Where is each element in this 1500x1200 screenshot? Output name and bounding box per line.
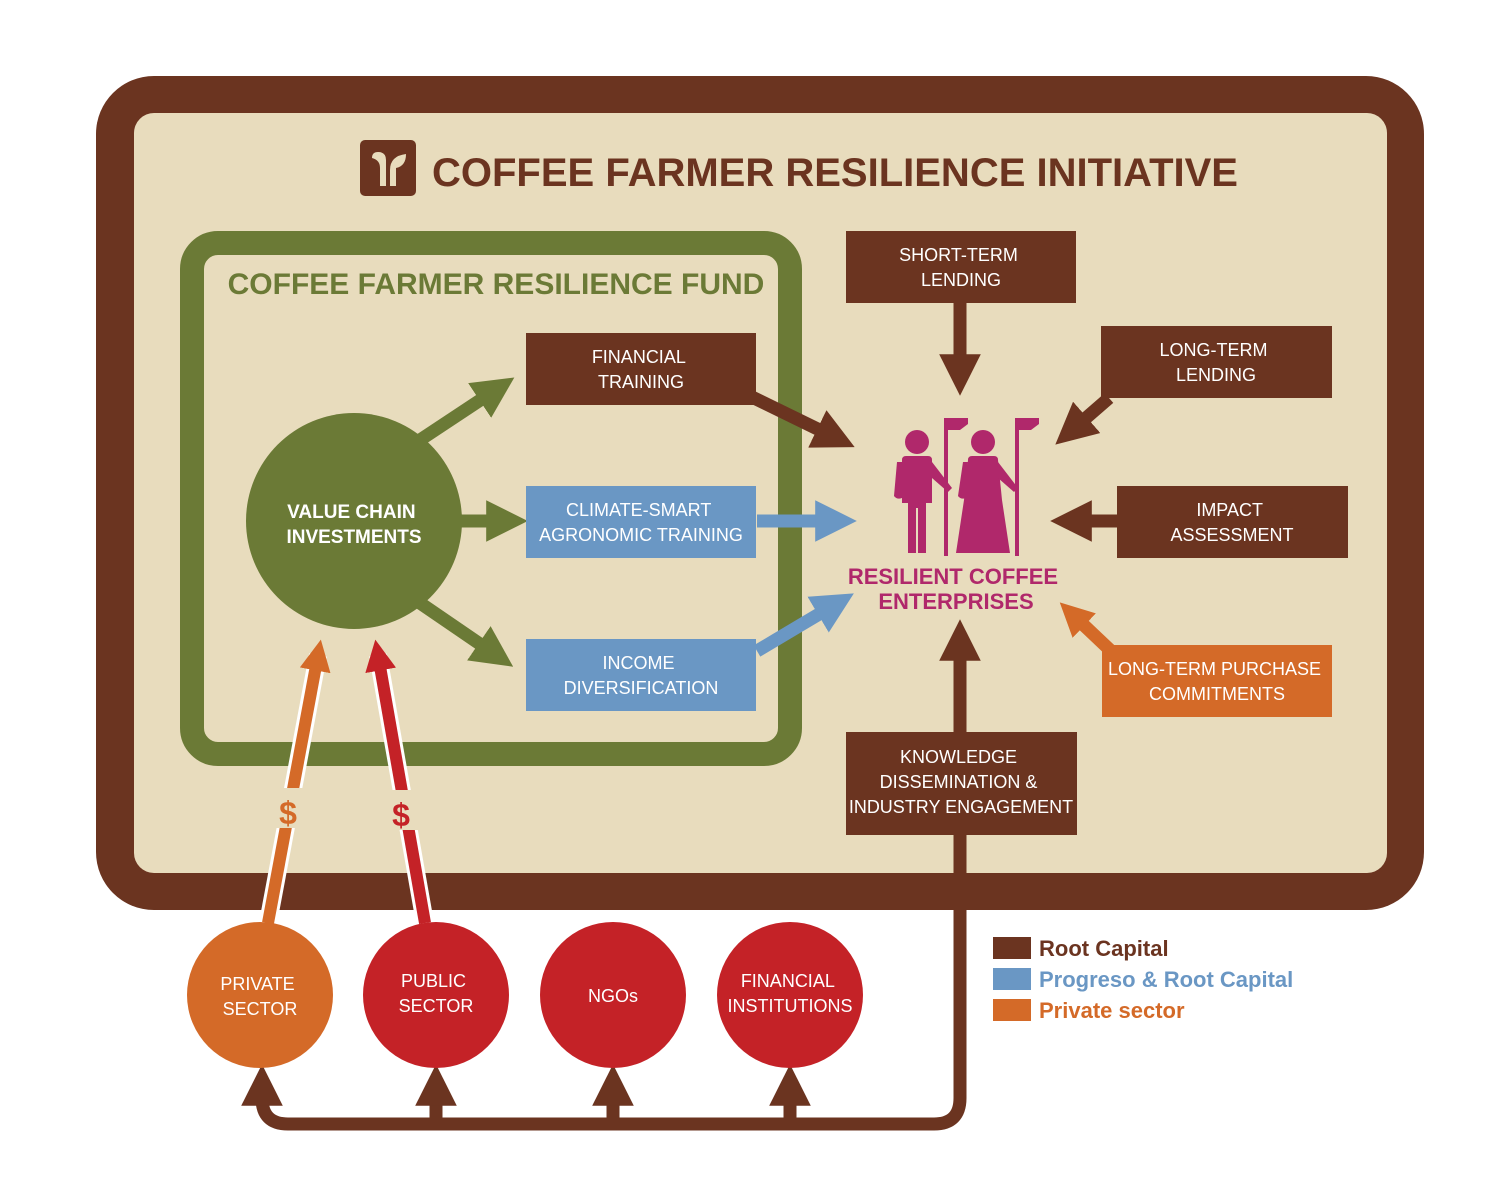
legend-label-root-capital: Root Capital [1039,936,1169,961]
legend-swatch-progreso [993,968,1031,990]
knowledge-dissemination-box: KNOWLEDGE DISSEMINATION & INDUSTRY ENGAG… [846,732,1077,835]
svg-text:LONG-TERM LENDING: LONG-TERM LENDING [1159,340,1272,385]
short-term-lending-box: SHORT-TERM LENDING [846,231,1076,303]
value-chain-investments: VALUE CHAIN INVESTMENTS [246,413,462,629]
legend-swatch-root-capital [993,937,1031,959]
arrow-income-to-center [753,593,854,657]
financial-training-box: FINANCIAL TRAINING [526,333,756,405]
financial-institutions-circle: FINANCIAL INSTITUTIONS [717,922,863,1068]
arrow-vci-to-financial [416,377,515,446]
svg-text:LONG-TERM PURCHASE COMMI: LONG-TERM PURCHASE COMMITMENTS [1108,659,1326,704]
svg-text:PRIVATE SECTOR: PRIVATE SECTOR [220,974,299,1019]
arrow-long-term-to-center [1055,393,1114,445]
income-diversification-box: INCOME DIVERSIFICATION [526,639,756,711]
arrow-purchase-to-center [1059,602,1115,655]
arrow-public-funding: $ [365,639,434,925]
value-chain-line-2: INVESTMENTS [286,527,421,548]
value-chain-line-1: VALUE CHAIN [287,502,415,523]
svg-text:INCOME DIVERSIFICATION: INCOME DIVERSIFICATION [564,653,719,698]
svg-text:PUBLIC SECTOR: PUBLIC SECTOR [399,971,474,1016]
public-sector-circle: PUBLIC SECTOR [363,922,509,1068]
ngos-circle: NGOs [540,922,686,1068]
initiative-title: COFFEE FARMER RESILIENCE INITIATIVE [432,151,1238,195]
arrow-vci-to-income [416,597,514,667]
svg-text:FINANCIAL TRAINING: FINANCIAL TRAINING [592,347,690,392]
svg-text:VALUE CHAIN INVESTMENTS: VALUE CHAIN INVESTMENTS [286,502,421,548]
svg-text:CLIMATE-SMART AGRONOMIC: CLIMATE-SMART AGRONOMIC TRAINING [539,500,743,545]
impact-assessment-box: IMPACT ASSESSMENT [1117,486,1348,558]
svg-text:NGOs: NGOs [588,986,638,1006]
public-dollar-label: $ [392,797,410,833]
arrow-private-funding: $ [259,639,331,925]
svg-text:KNOWLEDGE DISSEMINATION: KNOWLEDGE DISSEMINATION & INDUSTRY ENGAG… [849,747,1073,817]
legend-label-private: Private sector [1039,998,1185,1023]
private-dollar-label: $ [279,795,297,831]
svg-text:SHORT-TERM LENDING: SHORT-TERM LENDING [899,245,1023,290]
legend-label-progreso: Progreso & Root Capital [1039,967,1293,992]
climate-smart-training-box: CLIMATE-SMART AGRONOMIC TRAINING [526,486,756,558]
center-label-line-1: RESILIENT COFFEE [848,564,1058,589]
fund-title: COFFEE FARMER RESILIENCE FUND [228,268,765,301]
svg-text:IMPACT ASSESSMENT: IMPACT ASSESSMENT [1170,500,1293,545]
arrow-financial-to-center [749,391,855,448]
sprout-logo-icon [360,140,416,196]
farmers-with-hoes-icon [894,418,1039,556]
long-term-lending-box: LONG-TERM LENDING [1101,326,1332,398]
fund-frame [180,231,802,766]
legend-swatch-private [993,999,1031,1021]
center-label-line-2: ENTERPRISES [878,589,1033,614]
center-label: RESILIENT COFFEE ENTERPRISES [848,564,1064,614]
legend: Root Capital Progreso & Root Capital Pri… [993,936,1293,1023]
svg-text:FINANCIAL INSTITUTIONS: FINANCIAL INSTITUTIONS [728,971,853,1016]
private-sector-circle: PRIVATE SECTOR [187,922,333,1068]
long-term-purchase-box: LONG-TERM PURCHASE COMMITMENTS [1102,645,1332,717]
